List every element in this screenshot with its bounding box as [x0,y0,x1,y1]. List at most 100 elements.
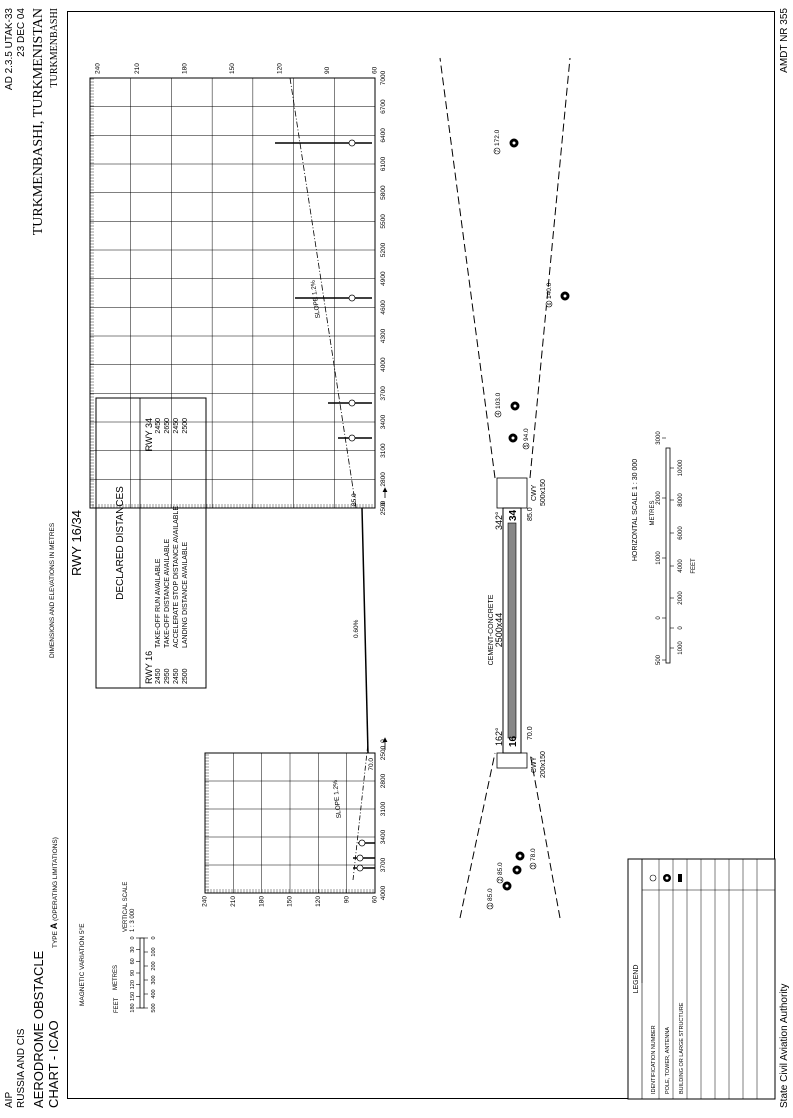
right-zero-label: 0 [380,502,387,506]
runway-profile-line [361,507,369,754]
hs-metre-tick: 1000 [656,551,662,565]
plan-obstacle-center [513,404,517,408]
hs-feet-tick: 10000 [678,459,684,476]
hs-metre-tick: 500 [656,654,662,665]
left-x-tick: 3700 [380,857,387,872]
right-x-tick: 3400 [380,414,387,429]
vertical-scale-bar [139,937,145,1009]
right-x-tick: 6700 [380,99,387,114]
plan-obstacle-id-icon [545,300,553,308]
dd-distance-name: TAKE-OFF RUN AVAILABLE [155,558,162,648]
tfpa34-lower [529,57,571,479]
hs-feet-tick: 8000 [678,493,684,507]
building-icon [678,874,682,882]
right-x-tick: 3700 [380,386,387,401]
horizontal-scale-bar [665,447,671,664]
plan-obstacle-id-icon [529,862,537,870]
right-x-tick: 5800 [380,185,387,200]
vs-metre-tick: 30 [130,947,136,953]
horizontal-scale-feet: FEET [691,558,697,574]
dd-rwy34-value: 2500 [182,418,189,434]
threshold-34-number: 34 [508,509,519,521]
vs-metre-tick: 0 [130,936,136,939]
rwy16-column-header: RWY 16 [144,651,154,684]
left-y-tick: 240 [202,896,209,907]
hs-metre-tick: 2000 [656,491,662,505]
plan-obstacle-id-icon [493,147,501,155]
circled-number-icon [649,874,657,882]
vertical-scale-label: VERTICAL SCALE [123,882,129,932]
right-x-tick: 7000 [380,70,387,85]
left-profile-elev: 70.0 [368,758,375,771]
runway-profile-slope: 0.60% [353,619,360,638]
right-y-tick: 60 [372,66,379,74]
right-profile-elev: 85.0 [351,493,358,506]
plan-obstacle-elev: 78.0 [530,848,537,861]
right-x-tick: 2500 [380,500,387,515]
left-x-tick: 0 [380,739,387,743]
plan-obstacle-id-icon [522,442,530,450]
vs-feet-tick: 300 [151,975,157,984]
cwy34-area [496,477,528,509]
right-y-tick: 90 [324,66,331,74]
plan-obstacle-elev: 94.0 [523,428,530,441]
hs-feet-tick: 1000 [678,641,684,655]
plan-obstacle-center [512,141,516,145]
left-x-tick: 4000 [380,885,387,900]
dd-rwy16-value: 2450 [155,668,162,684]
plan-obstacle-center [515,868,519,872]
right-y-tick: 180 [182,63,189,74]
plan-obstacle-elev: 103.0 [495,392,502,409]
vs-metre-tick: 90 [130,970,136,976]
vertical-scale-ratio: 1 : 3 000 [130,908,136,932]
vs-feet-tick: 100 [151,947,157,956]
threshold-16-number: 16 [508,735,519,747]
plan-obstacle-id-icon [494,410,502,418]
right-obstacle-6-icon [348,294,356,302]
plan-obstacle-id: 3 [531,864,537,867]
plan-obstacle-elev: 140.0 [546,282,553,299]
plan-obstacle-elev: 172.0 [494,129,501,146]
legend-item-label: POLE, TOWER, ANTENNA [665,1027,671,1094]
plan-obstacle-id-icon [486,902,494,910]
hs-feet-tick: 6000 [678,526,684,540]
threshold-16-elevation: 70.0 [527,726,534,740]
right-obstacle-4-icon [348,399,356,407]
right-x-tick: 4300 [380,328,387,343]
vs-metre-tick: 120 [130,980,136,989]
left-y-tick: 210 [230,896,237,907]
dd-distance-name: LANDING DISTANCE AVAILABLE [182,541,189,648]
tfpa34-upper [439,57,496,479]
hs-feet-tick: 4000 [678,559,684,573]
right-y-tick: 240 [95,63,102,74]
right-x-tick: 5500 [380,214,387,229]
right-x-tick: 2800 [380,472,387,487]
legend-title: LEGEND [633,965,640,994]
plan-obstacle-id-icon [496,876,504,884]
left-x-tick: 2500 [380,745,387,760]
vertical-scale-feet-label: FEET [114,997,120,1013]
tfpa16-lower [529,752,561,919]
tfpa16-upper [459,752,496,919]
vs-feet-tick: 500 [151,1003,157,1012]
right-profile-frame [89,77,376,509]
left-slope-label: SLOPE 1.2% [332,779,343,818]
plan-obstacle-center [563,294,567,298]
legend-frame [627,858,776,1100]
cwy34-dimensions: 500x150 [540,479,547,506]
plan-obstacle-center [518,854,522,858]
plan-obstacle-id: 7 [495,149,501,152]
plan-obstacle-center [511,436,515,440]
right-x-tick: 5200 [380,242,387,257]
right-x-tick: 4600 [380,300,387,315]
plan-obstacle-id: 5 [524,444,530,447]
vs-feet-tick: 0 [151,936,157,939]
dd-rwy34-value: 2450 [173,418,180,434]
vs-metre-tick: 150 [130,992,136,1001]
dd-distance-name: ACCELERATE STOP DISTANCE AVAILABLE [173,506,180,648]
plan-obstacle-id: 4 [496,412,502,415]
heading-342: 342° [494,511,504,530]
vertical-scale-metres-label: METRES [113,965,119,990]
